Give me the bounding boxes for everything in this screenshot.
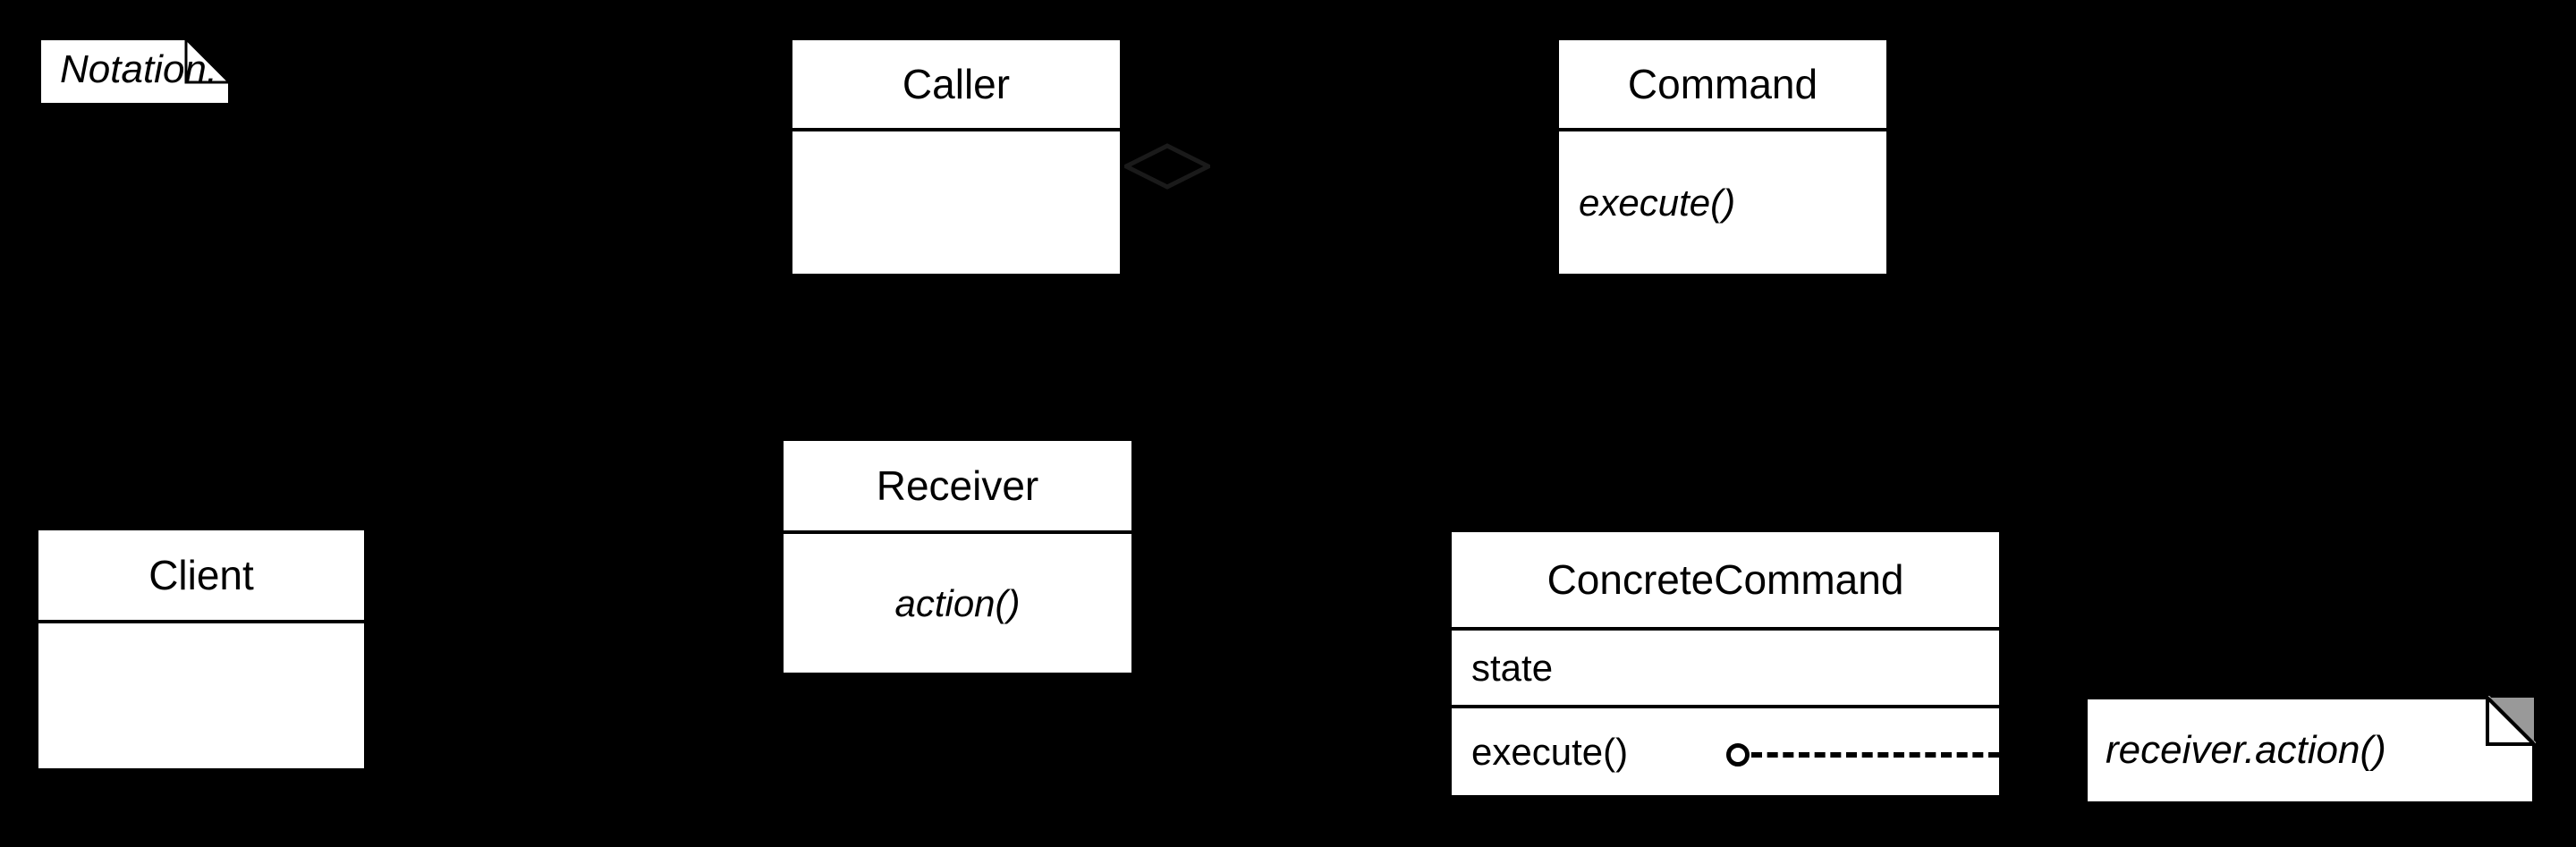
class-box-command[interactable]: Command execute() xyxy=(1556,38,1889,276)
class-box-client[interactable]: Client xyxy=(36,528,367,771)
attribute-concretecommand-state: state xyxy=(1452,627,1999,705)
class-box-concretecommand[interactable]: ConcreteCommand state execute() xyxy=(1449,529,2002,798)
operation-command-execute: execute() xyxy=(1559,128,1886,274)
class-name-client: Client xyxy=(148,552,254,598)
class-name-caller: Caller xyxy=(902,61,1011,107)
operation-concretecommand-execute: execute() xyxy=(1452,705,1999,795)
note-receiver-action-label: receiver.action() xyxy=(2106,728,2386,772)
class-box-caller[interactable]: Caller xyxy=(790,38,1123,276)
note-dashed-connector xyxy=(1751,752,1999,758)
class-members-client xyxy=(38,620,364,768)
class-box-receiver[interactable]: Receiver action() xyxy=(781,438,1134,675)
note-notation-label: Notation: UML xyxy=(60,47,222,91)
operation-receiver-action: action() xyxy=(784,530,1131,673)
note-anchor-circle-icon xyxy=(1726,743,1750,767)
aggregation-diamond-icon xyxy=(1121,143,1214,190)
note-receiver-action[interactable]: receiver.action() xyxy=(2084,696,2536,805)
class-name-command: Command xyxy=(1627,61,1818,107)
class-name-concretecommand: ConcreteCommand xyxy=(1546,556,1904,603)
note-notation-uml[interactable]: Notation: UML xyxy=(38,38,231,106)
class-members-caller xyxy=(792,128,1120,274)
class-name-receiver: Receiver xyxy=(876,462,1039,509)
